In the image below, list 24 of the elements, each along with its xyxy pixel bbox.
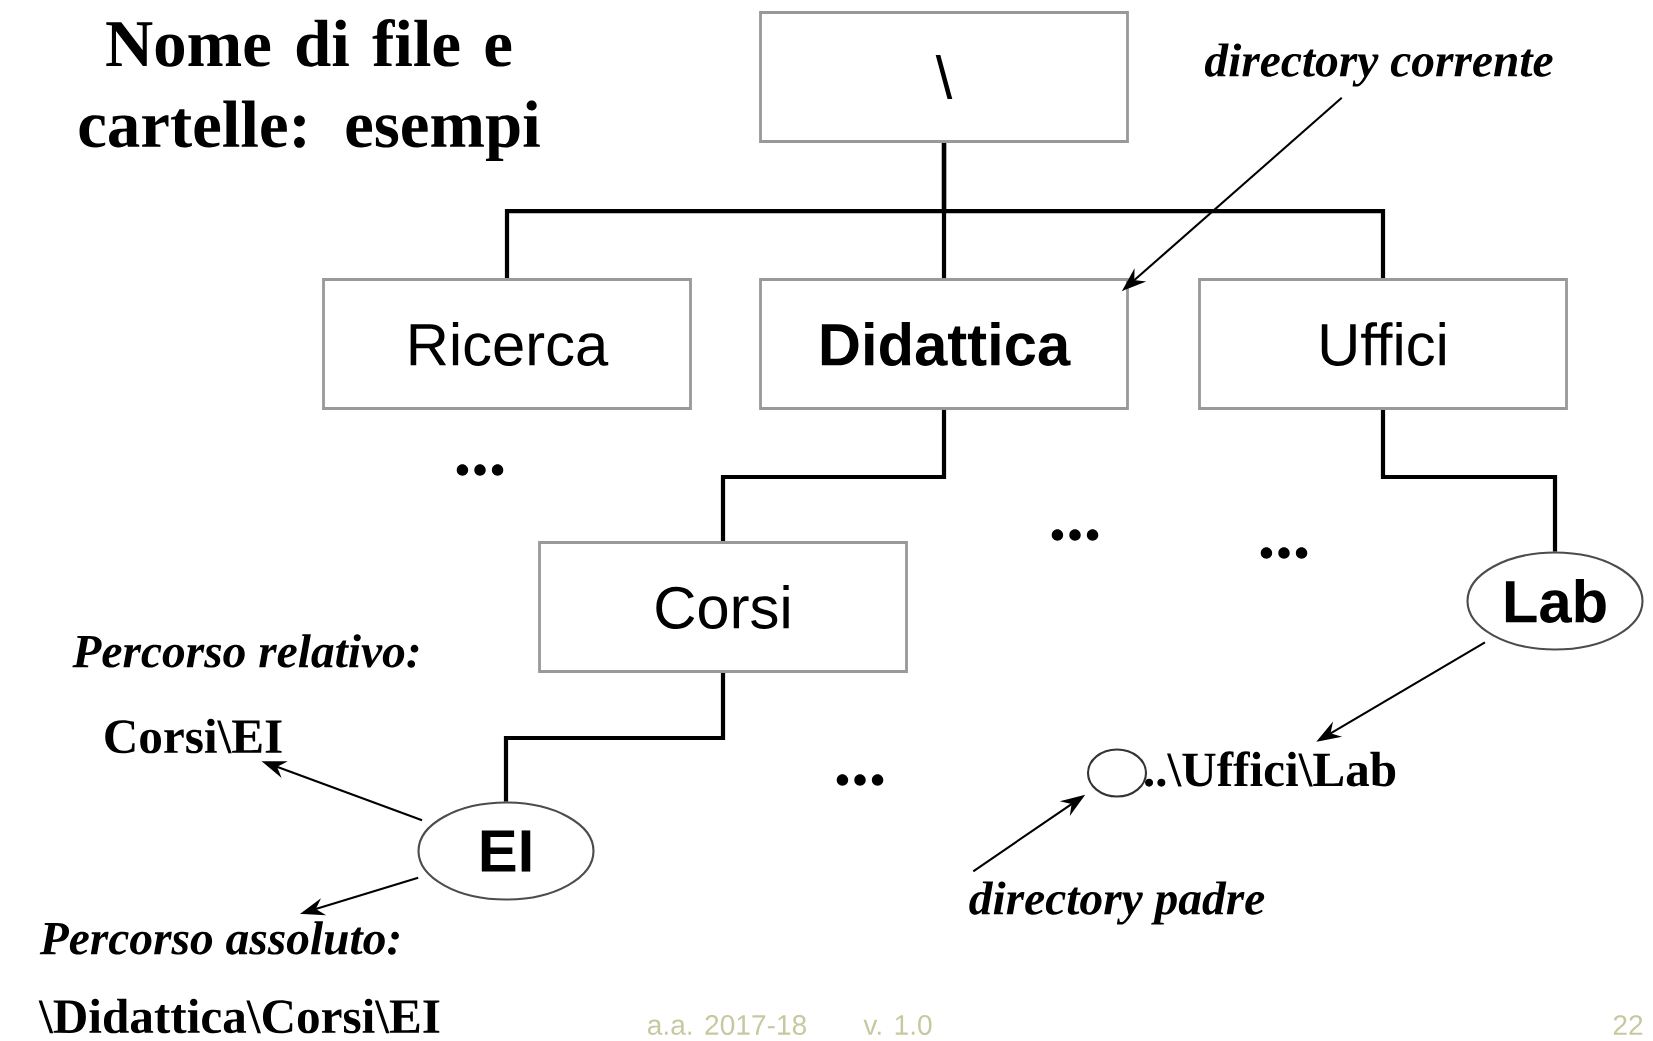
path-text: directory padre — [969, 881, 1265, 925]
tree-line — [720, 409, 947, 542]
title: Nome di file e cartelle: esempi — [79, 19, 540, 162]
tree-line — [1380, 409, 1558, 552]
tree-line — [503, 672, 726, 802]
footer-text: a.a. 2017-18 — [647, 1015, 806, 1035]
footer-text: v. 1.0 — [863, 1015, 932, 1035]
folder-box: Didattica — [759, 278, 1129, 410]
folder-box: \ — [759, 11, 1129, 143]
folder-box: Ricerca — [322, 278, 692, 410]
heading-text: Percorso relativo: — [72, 634, 419, 668]
ellipsis: ... — [836, 774, 884, 786]
path-text: \Didattica\Corsi\EI — [38, 998, 440, 1034]
ellipsis: ... — [456, 464, 504, 476]
folder-box: Uffici — [1198, 278, 1568, 410]
path-text: Percorso assoluto: — [39, 921, 399, 955]
tree-line — [941, 142, 1386, 279]
path-text: directory corrente — [1204, 43, 1553, 87]
path-text: ..\Uffici\Lab — [1145, 751, 1396, 787]
footer-text: 22 — [1613, 1015, 1643, 1035]
folder-box: Corsi — [538, 541, 908, 673]
ellipsis: ... — [1051, 529, 1099, 541]
ellipsis: ... — [1260, 547, 1308, 559]
path-text: Corsi\EI — [105, 718, 282, 754]
